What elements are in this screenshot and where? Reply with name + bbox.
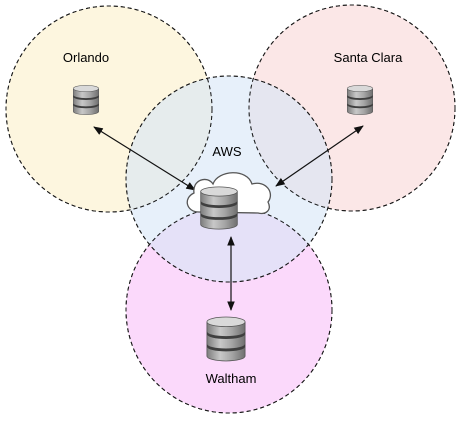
orlando-label: Orlando — [63, 50, 109, 65]
aws-database-icon — [200, 186, 238, 230]
santa-clara-database-icon — [346, 84, 374, 116]
orlando-database-icon — [72, 84, 100, 116]
link-aws-santa-clara — [275, 125, 364, 187]
link-aws-orlando — [93, 126, 196, 191]
aws-label: AWS — [212, 144, 241, 159]
santa-clara-label: Santa Clara — [334, 50, 403, 65]
waltham-database-icon — [206, 316, 246, 362]
waltham-label: Waltham — [206, 371, 257, 386]
